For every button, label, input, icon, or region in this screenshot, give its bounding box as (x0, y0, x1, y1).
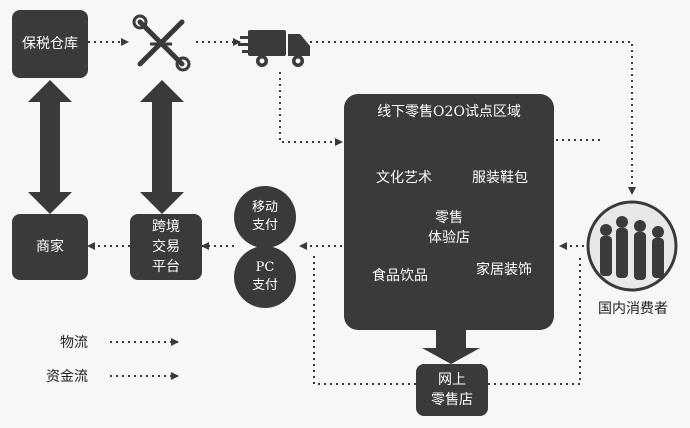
o2o-to-online-store-arrow (422, 330, 480, 364)
online-store-to-payment-flow (313, 252, 416, 385)
home-label: 家居装饰 (476, 262, 532, 278)
capital-flow-legend-label: 资金流 (46, 369, 88, 385)
logistics-legend-label: 物流 (60, 335, 88, 351)
culture-art-label: 文化艺术 (376, 170, 432, 186)
domestic-consumers-label: 国内消费者 (598, 301, 668, 317)
online-store-node: 网上 零售店 (416, 364, 488, 416)
customs-tools-icon (132, 14, 191, 72)
merchant-node: 商家 (12, 214, 88, 280)
warehouse-merchant-double-arrow (28, 80, 72, 214)
bonded-warehouse-node: 保税仓库 (12, 10, 88, 78)
customs-platform-double-arrow (140, 80, 184, 214)
online-store-to-consumers-flow (488, 254, 581, 385)
o2o-region-title: 线下零售O2O试点区域 (377, 104, 521, 120)
truck-to-o2o-flow (279, 72, 343, 146)
truck-icon (238, 30, 310, 67)
retail-store-label: 零售 体验店 (428, 210, 470, 246)
cross-border-platform-node: 跨境 交易 平台 (130, 214, 202, 280)
o2o-region-node (344, 94, 554, 330)
mobile-pay-node: 移动 支付 (234, 186, 296, 248)
clothing-label: 服装鞋包 (472, 170, 528, 186)
consumers-photo-icon (586, 200, 678, 292)
food-label: 食品饮品 (372, 268, 428, 284)
pc-pay-node: PC 支付 (234, 246, 296, 308)
